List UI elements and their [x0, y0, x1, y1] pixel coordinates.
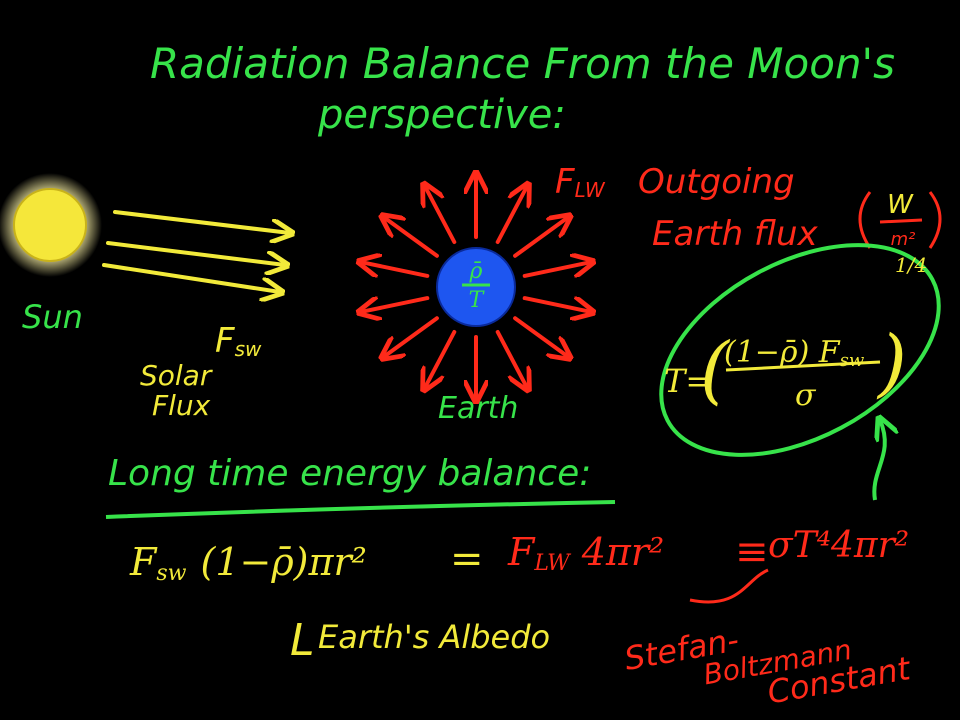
- units-open-paren: [858, 191, 872, 249]
- title-line-1: Radiation Balance From the Moon's: [150, 39, 895, 88]
- eq-exponent: 1/4: [895, 253, 927, 277]
- units-bar: [879, 218, 923, 224]
- balance-heading: Long time energy balance:: [108, 453, 591, 494]
- solar-rays: [102, 210, 290, 292]
- eq-open-paren: (: [700, 327, 731, 413]
- outgoing-flux-symbol: FLW: [555, 162, 606, 202]
- outgoing-ray: [425, 186, 457, 244]
- earth-disc: [436, 247, 516, 327]
- heading-underline: [105, 500, 616, 519]
- solar-ray: [106, 241, 285, 265]
- outgoing-word: Outgoing: [638, 162, 795, 202]
- stefan-connector: [689, 568, 769, 604]
- albedo-label: Earth's Albedo: [318, 618, 550, 656]
- sun-disc: [13, 188, 87, 262]
- eq-lhs: T=: [664, 362, 712, 400]
- title-line-2: perspective:: [317, 92, 566, 138]
- outgoing-ray: [495, 186, 528, 244]
- pointer-arrow: [872, 420, 885, 501]
- eq-close-paren: ): [876, 320, 907, 406]
- equation-loop: [659, 243, 941, 457]
- earth-temp-symbol: T: [469, 288, 486, 313]
- outgoing-ray: [522, 262, 591, 278]
- outgoing-ray: [384, 217, 439, 258]
- eq-fraction-bar: [725, 360, 881, 372]
- units-numerator: W: [887, 190, 914, 220]
- sun: [0, 173, 102, 277]
- solar-ray: [113, 210, 290, 233]
- outgoing-ray: [513, 217, 568, 258]
- stefan-note: Stefan- Boltzmann Constant: [622, 620, 915, 711]
- earth-flux-word: Earth flux: [652, 214, 818, 254]
- outgoing-ray: [522, 296, 591, 312]
- units-denominator: m²: [891, 229, 916, 250]
- albedo-bracket: L: [290, 615, 315, 666]
- balance-rhs: σT⁴4πr²: [768, 525, 909, 566]
- outgoing-ray: [495, 330, 528, 388]
- solar-flux-symbol: Fsw: [215, 321, 262, 361]
- eq-denominator: σ: [795, 378, 817, 413]
- flux-units: W m²: [858, 190, 942, 250]
- earth-label: Earth: [438, 391, 518, 426]
- balance-equals: =: [450, 536, 484, 582]
- outgoing-ray: [361, 262, 430, 278]
- outgoing-ray: [425, 330, 457, 388]
- temperature-equation: T= ( (1−ρ̄) Fsw σ ) 1/4: [664, 253, 927, 413]
- earth-albedo-symbol: ρ̄: [469, 259, 483, 284]
- outgoing-ray: [384, 316, 439, 357]
- balance-lhs: Fsw(1−ρ̄)πr²: [129, 540, 367, 586]
- units-close-paren: [928, 191, 942, 249]
- solar-ray: [102, 263, 280, 292]
- solar-flux-word-1: Solar: [140, 359, 213, 392]
- balance-identity: ≡: [735, 529, 769, 575]
- sun-label: Sun: [22, 298, 83, 336]
- solar-flux-word-2: Flux: [152, 389, 211, 422]
- outgoing-ray: [513, 316, 568, 357]
- outgoing-ray: [361, 296, 430, 312]
- earth-outgoing-rays: [361, 175, 591, 399]
